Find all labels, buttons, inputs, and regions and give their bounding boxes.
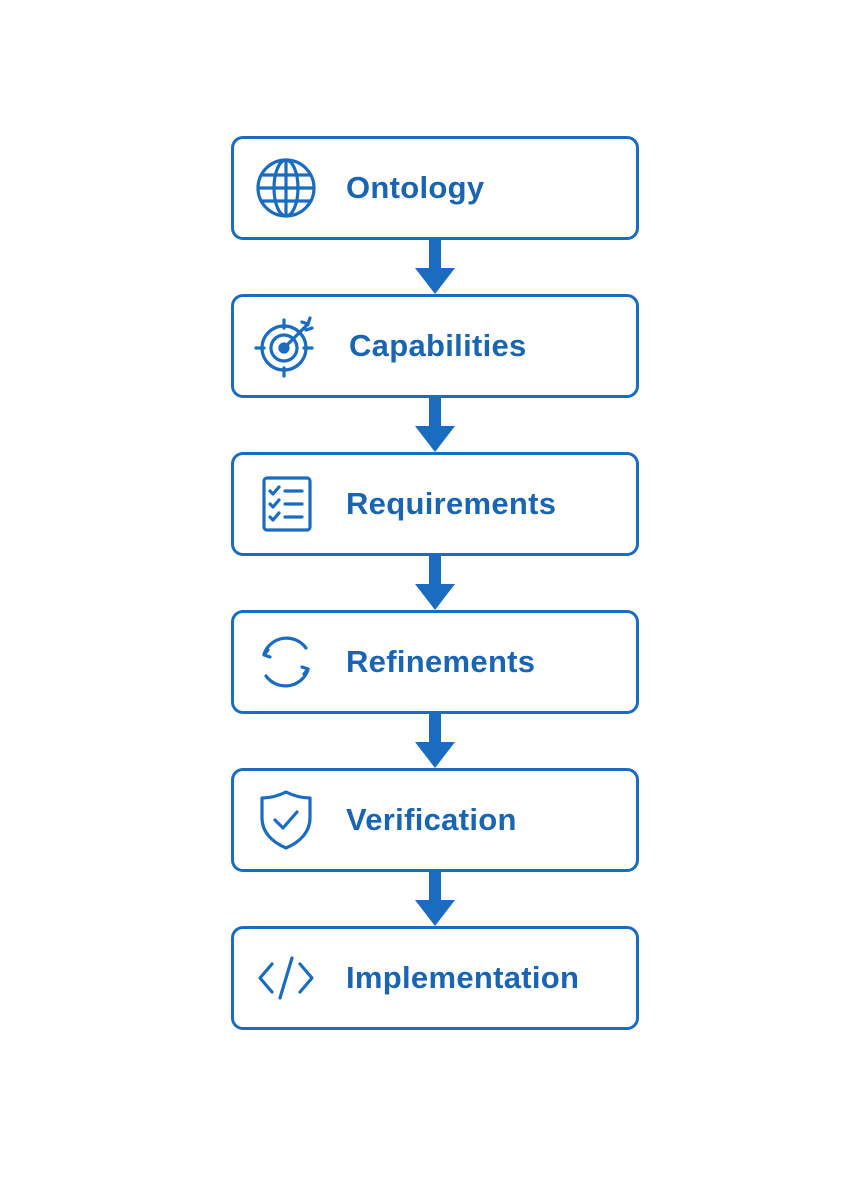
target-icon: [254, 314, 318, 378]
shield-check-icon: [254, 788, 318, 852]
globe-icon: [254, 156, 318, 220]
step-verification: Verification: [231, 768, 639, 872]
step-label: Verification: [346, 802, 517, 837]
step-label: Ontology: [346, 170, 485, 205]
down-arrow: [231, 556, 639, 610]
step-requirements: Requirements: [231, 452, 639, 556]
step-label: Implementation: [346, 960, 580, 995]
down-arrow: [231, 240, 639, 294]
down-arrow: [231, 714, 639, 768]
step-ontology: Ontology: [231, 136, 639, 240]
step-implementation: Implementation: [231, 926, 639, 1030]
refresh-icon: [254, 630, 318, 694]
step-label: Requirements: [346, 486, 557, 521]
step-capabilities: Capabilities: [231, 294, 639, 398]
step-label: Capabilities: [349, 328, 527, 363]
down-arrow: [231, 398, 639, 452]
code-icon: [254, 946, 318, 1010]
step-label: Refinements: [346, 644, 536, 679]
down-arrow: [231, 872, 639, 926]
checklist-icon: [254, 472, 318, 536]
flow-diagram: Ontology Capabilities: [231, 136, 639, 1030]
step-refinements: Refinements: [231, 610, 639, 714]
